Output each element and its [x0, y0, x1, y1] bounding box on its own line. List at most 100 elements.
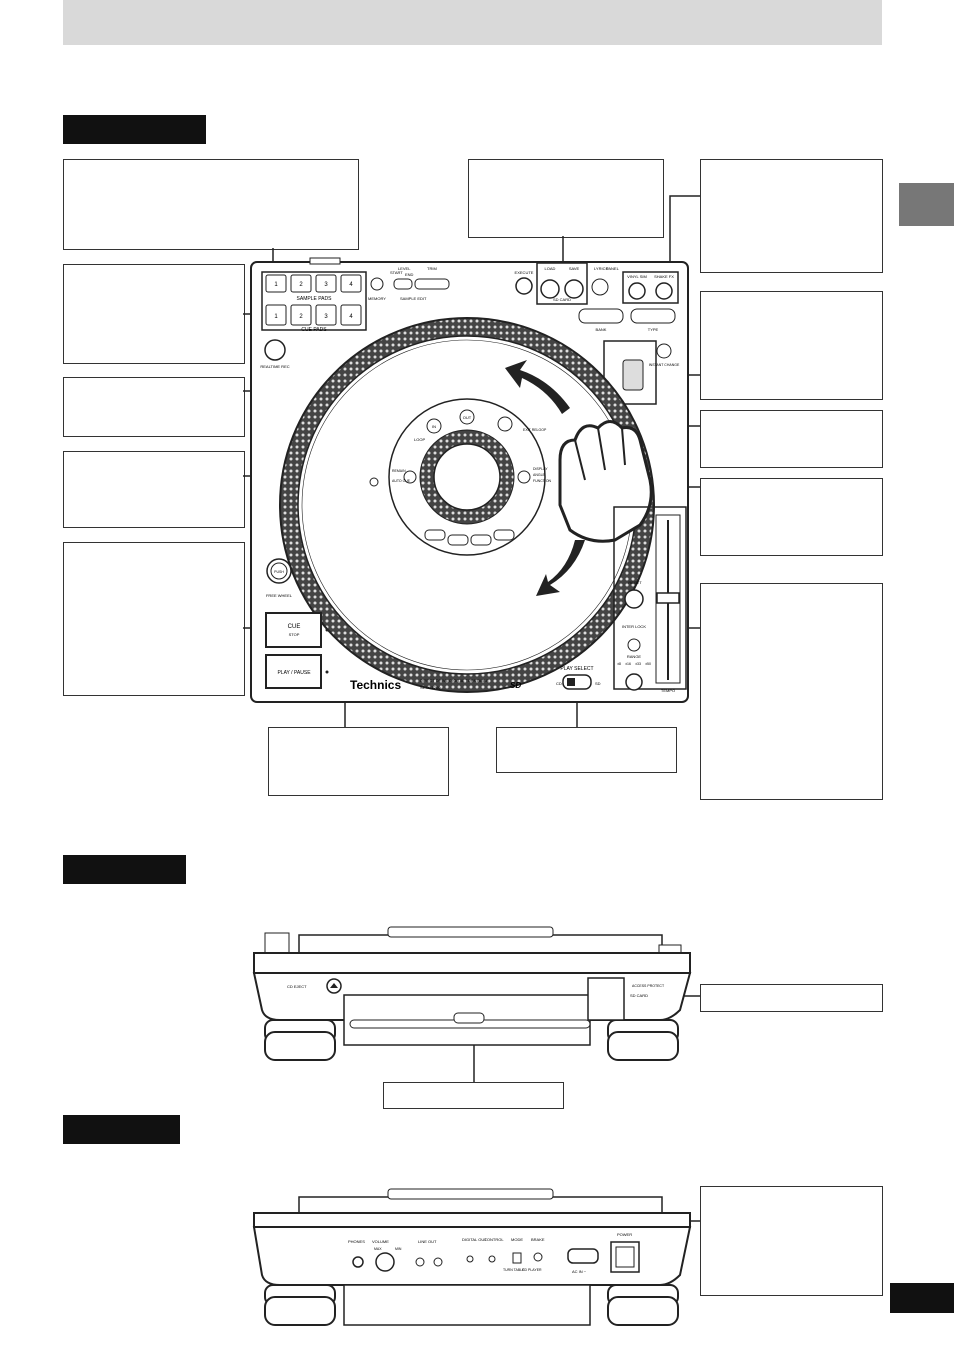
mode-switch[interactable]: [512, 1252, 522, 1264]
bank-button[interactable]: [578, 308, 624, 324]
sd-card-slot[interactable]: [587, 977, 625, 1021]
loop-out-label: OUT: [463, 415, 472, 420]
push-label: PUSH: [274, 570, 284, 574]
sample-pads-label: SAMPLE PADS: [297, 296, 333, 302]
play-select-cd: CD: [556, 681, 562, 686]
cue-label: CUE: [288, 624, 301, 630]
callout-sd-card: [468, 159, 664, 238]
search-buttons: [424, 529, 515, 546]
vinyl-sim-button[interactable]: [628, 282, 646, 300]
save-button[interactable]: [564, 279, 584, 299]
cue-pad-2[interactable]: 2: [299, 314, 303, 320]
direction-switch[interactable]: [622, 359, 644, 391]
trim-label: TRIM: [427, 266, 437, 271]
sample-pad-1[interactable]: 1: [274, 282, 278, 288]
phones-jack[interactable]: [352, 1256, 364, 1268]
load-label: LOAD: [545, 266, 556, 271]
callout-play-select: [496, 727, 677, 773]
cd-eject-label: CD EJECT: [287, 984, 307, 989]
reset-button[interactable]: [624, 589, 644, 609]
tempo-slider-handle[interactable]: [656, 592, 680, 604]
front-sd-card-label: SD CARD: [630, 993, 648, 998]
start-end-button[interactable]: [393, 278, 413, 290]
callout-mode: [700, 1186, 883, 1296]
line-out-l-jack[interactable]: [433, 1257, 443, 1267]
loop-out-button[interactable]: [459, 409, 475, 425]
brake-knob[interactable]: [533, 1252, 543, 1262]
play-select-label: PLAY SELECT: [560, 666, 593, 672]
sd-card-frame: [536, 262, 588, 305]
inter-lock-label: INTER LOCK: [622, 624, 646, 629]
range-33: ±33: [635, 662, 641, 666]
type-button[interactable]: [630, 308, 676, 324]
auto-cue-label: AUTO CUE: [392, 479, 411, 483]
phones-label: PHONES: [348, 1239, 365, 1244]
sd-card-group-label: SD CARD: [553, 297, 571, 302]
memory-label: MEMORY: [368, 296, 386, 301]
ac-in-label: AC IN ~: [572, 1269, 587, 1274]
digital-out-jack[interactable]: [466, 1255, 474, 1263]
range-50: ±50: [645, 662, 651, 666]
stop-label: STOP: [289, 632, 300, 637]
callout-sd-slot: [700, 984, 883, 1012]
display-label: DISPLAY: [533, 467, 548, 471]
loop-in-button[interactable]: [426, 418, 442, 434]
reset-label: RESET: [628, 580, 642, 585]
lyrics-button[interactable]: [591, 278, 609, 296]
callout-disc-slot: [383, 1082, 564, 1109]
callout-platter: [700, 410, 883, 468]
realtime-rec-button[interactable]: [264, 339, 286, 361]
shake-fx-label: SHAKE FX: [654, 274, 674, 279]
direction-frame: [603, 340, 657, 405]
load-button[interactable]: [540, 279, 560, 299]
exit-reloop-button[interactable]: [497, 416, 513, 432]
sample-pad-2[interactable]: 2: [299, 282, 303, 288]
sd-logo: SD: [510, 681, 521, 690]
volume-max-label: MAX: [374, 1247, 382, 1251]
execute-button[interactable]: [515, 277, 533, 295]
sd-status-label: ACCESS PROTECT: [632, 984, 665, 988]
instant-change-label: INSTANT CHANGE: [649, 363, 680, 367]
cue-pad-1[interactable]: 1: [274, 314, 278, 320]
model-line: DIRECT DRIVE DIGITAL TURNTABLE: [420, 678, 489, 683]
chapter-tab: [899, 183, 954, 226]
callout-free-wheel: [268, 727, 449, 796]
line-out-r-jack[interactable]: [415, 1257, 425, 1267]
sample-pad-4[interactable]: 4: [349, 282, 353, 288]
callout-cue-play: [63, 542, 245, 696]
display-button[interactable]: [517, 470, 531, 484]
power-label: POWER: [617, 1232, 632, 1237]
callout-pads: [63, 159, 359, 250]
shake-fx-button[interactable]: [655, 282, 673, 300]
effects-frame: [622, 271, 679, 304]
memory-button[interactable]: [370, 277, 384, 291]
rear-view: PHONES VOLUME MAX MIN LINE OUT DIGITAL O…: [252, 1188, 692, 1326]
trim-button[interactable]: [414, 278, 450, 290]
execute-label: EXECUTE: [515, 270, 534, 275]
save-label: SAVE: [569, 266, 580, 271]
control-label: CONTROL: [484, 1237, 504, 1242]
remain-button[interactable]: [403, 470, 417, 484]
cue-pad-3[interactable]: 3: [324, 314, 328, 320]
exit-reloop-label: EXIT RELOOP: [523, 428, 547, 432]
bank-label: BANK: [596, 327, 607, 332]
tempo-label: TEMPO: [661, 688, 675, 693]
brake-label: BRAKE: [531, 1237, 545, 1242]
range-button[interactable]: [625, 673, 643, 691]
cue-pads-label: CUE PADS: [301, 327, 327, 333]
volume-knob[interactable]: [375, 1252, 395, 1272]
inter-lock-button[interactable]: [627, 638, 641, 652]
cue-button[interactable]: [265, 612, 322, 648]
pitch-frame: [613, 506, 687, 690]
play-pause-button[interactable]: [265, 654, 322, 689]
volume-label: VOLUME: [372, 1239, 389, 1244]
ac-in-socket[interactable]: [567, 1248, 599, 1264]
instant-change-button[interactable]: [656, 343, 672, 359]
play-pause-label: PLAY / PAUSE: [277, 670, 311, 676]
sample-pad-3[interactable]: 3: [324, 282, 328, 288]
cue-pad-4[interactable]: 4: [349, 314, 353, 320]
loop-in-label: IN: [432, 424, 436, 429]
callout-tempo: [700, 583, 883, 800]
control-jack[interactable]: [488, 1255, 496, 1263]
remain-label: REMAIN: [392, 469, 406, 473]
